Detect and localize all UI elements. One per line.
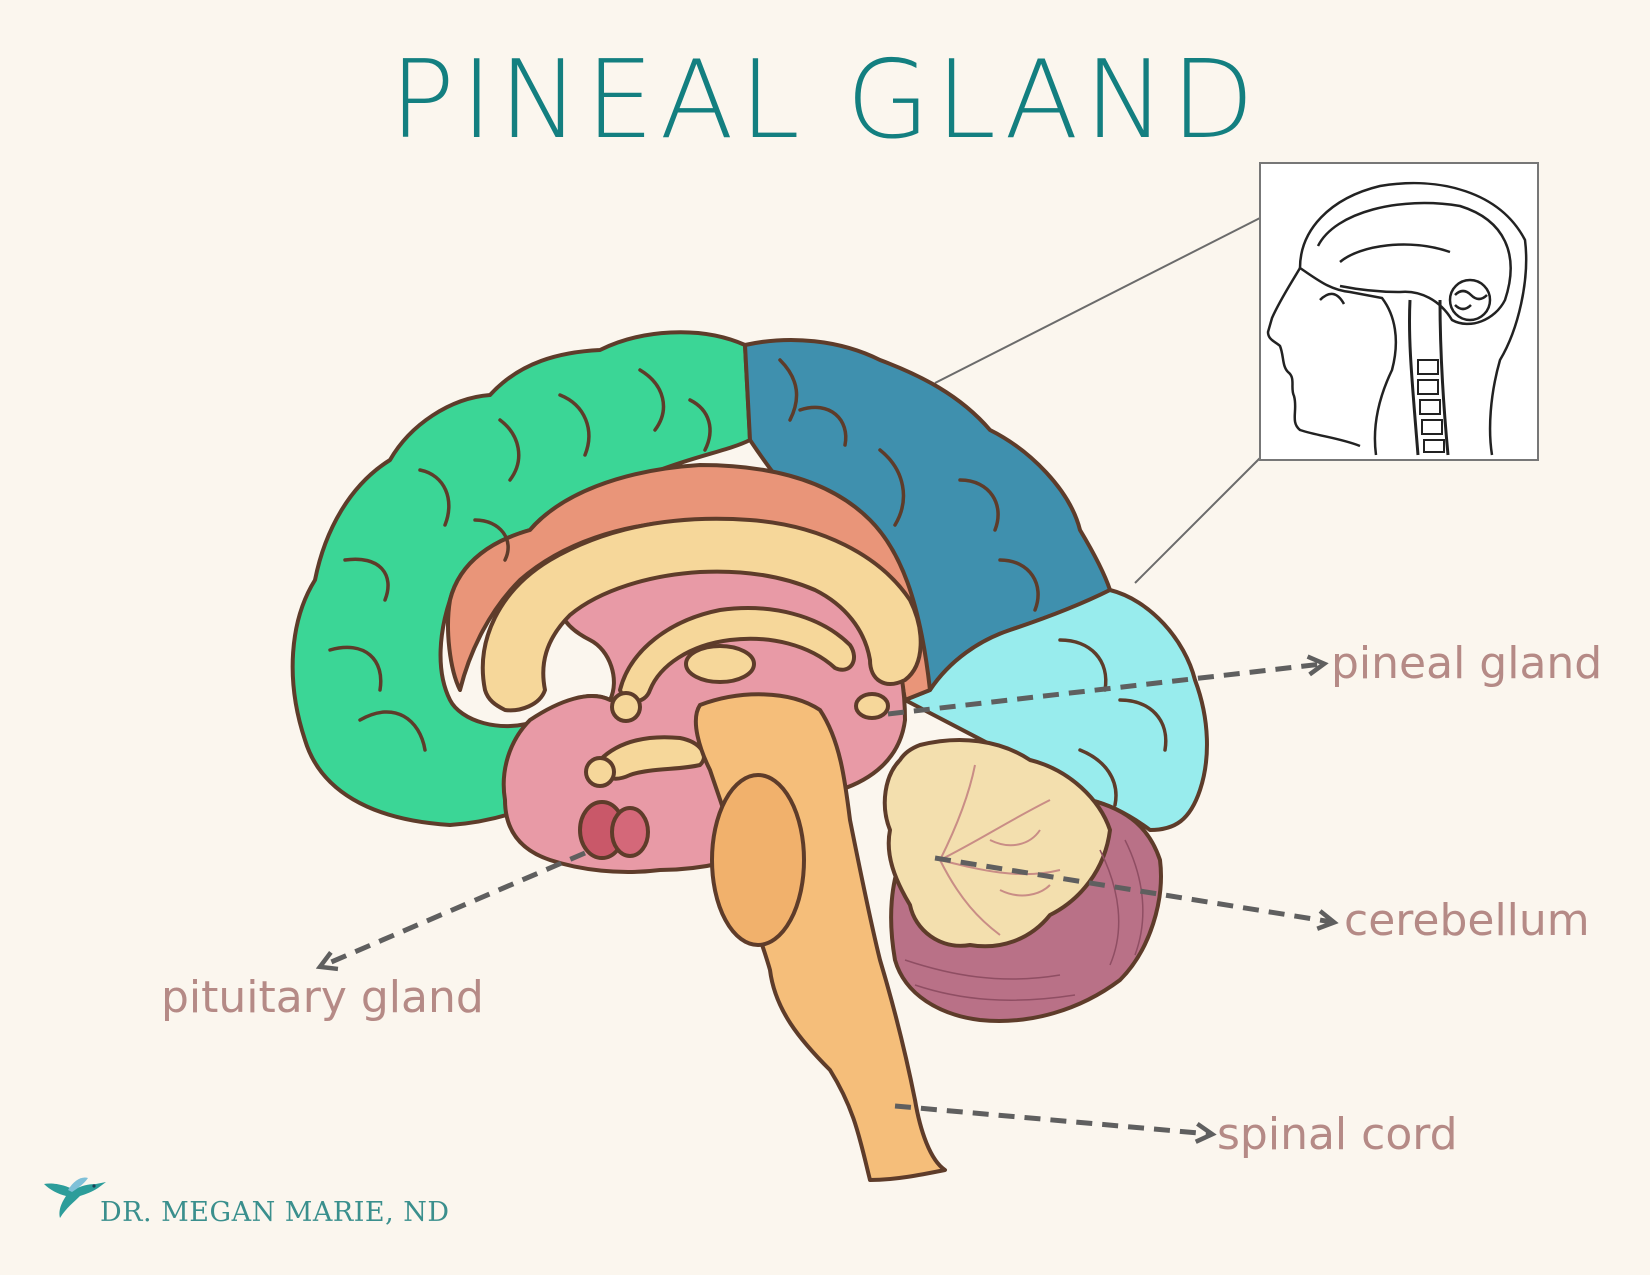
pineal-gland-label: pineal gland [1331, 638, 1603, 689]
pons [710, 773, 806, 947]
optic-stalk [598, 735, 706, 781]
hummingbird-icon [44, 1177, 106, 1218]
pituitary-gland [578, 800, 650, 860]
spinal-cord-label: spinal cord [1217, 1109, 1458, 1160]
thalamus [684, 644, 756, 684]
brand-name: DR. MEGAN MARIE, ND [100, 1197, 450, 1228]
pineal-gland [854, 692, 890, 720]
cerebellum-label: cerebellum [1344, 895, 1590, 946]
fornix [618, 606, 856, 704]
arbor-vitae-branches [939, 764, 1061, 936]
anterior-commissure [610, 691, 642, 723]
pineal-pointer [887, 654, 1329, 717]
pituitary-pointer [315, 850, 586, 972]
sulci-lines [328, 358, 1168, 807]
cerebellum-folia [904, 839, 1144, 1001]
inset-connector-lines [934, 217, 1261, 584]
corpus-callosum [480, 516, 923, 713]
cerebellum-pointer [934, 855, 1339, 931]
pituitary-gland-label: pituitary gland [161, 972, 484, 1023]
head-sagittal-inset-icon [1259, 162, 1539, 461]
spinal-pointer [894, 1103, 1217, 1144]
page-title: PINEAL GLAND [389, 38, 1261, 163]
optic-chiasm [584, 756, 616, 788]
